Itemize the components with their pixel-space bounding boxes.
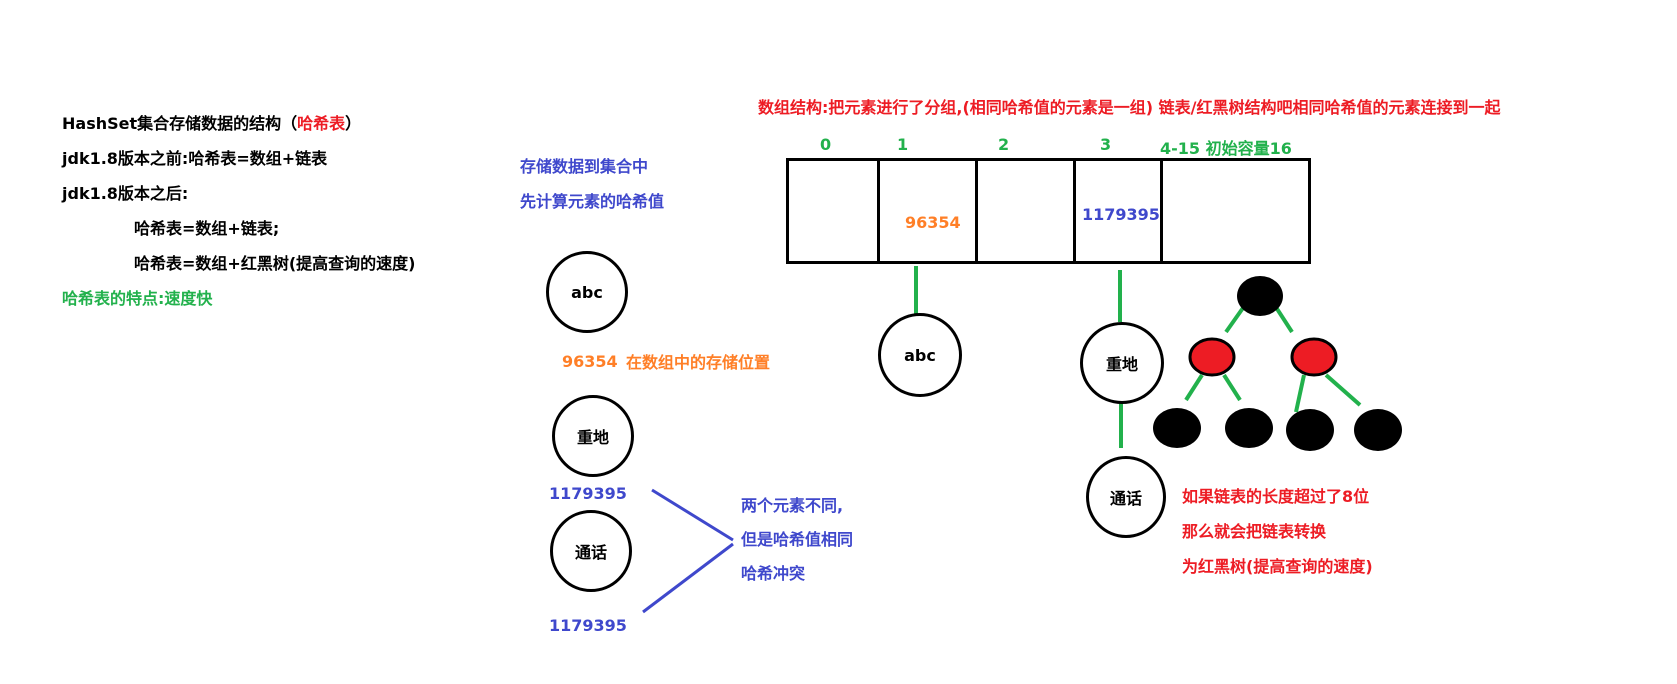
store-note-line2: 先计算元素的哈希值	[520, 192, 665, 211]
hash-value-abc: 96354	[562, 352, 618, 371]
bucket3-node-zhongdi: 重地	[1080, 322, 1164, 404]
array-structure-note: 数组结构:把元素进行了分组,(相同哈希值的元素是一组) 链表/红黑树结构吧相同哈…	[758, 98, 1501, 117]
treeify-note-line3: 为红黑树(提高查询的速度)	[1182, 557, 1373, 576]
treeify-note-line2: 那么就会把链表转换	[1182, 522, 1327, 541]
note-feature-fast: 哈希表的特点:速度快	[62, 289, 213, 308]
collision-line-bottom	[642, 542, 734, 614]
collision-note-line2: 但是哈希值相同	[741, 530, 854, 549]
array-index-0: 0	[820, 135, 832, 154]
note-array-linkedlist: 哈希表=数组+链表;	[134, 219, 280, 238]
bucket1-node-abc: abc	[878, 313, 962, 397]
store-note-line1: 存储数据到集合中	[520, 157, 649, 176]
element-tonghua-label: 通话	[574, 543, 607, 562]
tree-node-leaf-2	[1225, 408, 1273, 448]
hash-value-zhongdi: 1179395	[549, 484, 627, 503]
note-hashset-prefix: HashSet集合存储数据的结构（	[62, 114, 298, 133]
array-index-4-15: 4-15 初始容量16	[1160, 139, 1292, 158]
element-circle-abc: abc	[546, 251, 628, 333]
tree-edge-l-lr	[1222, 373, 1242, 402]
collision-note-line1: 两个元素不同,	[741, 496, 844, 515]
tree-node-leaf-3	[1286, 409, 1334, 451]
array-cell-1: 96354	[877, 158, 978, 264]
bucket3-node-tonghua: 通话	[1086, 456, 1166, 538]
tree-node-root	[1237, 276, 1283, 316]
element-abc-label: abc	[571, 282, 603, 302]
array-index-1: 1	[897, 135, 909, 154]
array-cell3-value: 1179395	[1082, 205, 1160, 224]
element-circle-tonghua: 通话	[550, 510, 632, 592]
note-hashset-red: 哈希表	[297, 114, 346, 133]
note-hashset-suffix: ）	[345, 114, 362, 133]
treeify-note-line1: 如果链表的长度超过了8位	[1182, 487, 1370, 506]
array-cell-2	[975, 158, 1076, 264]
note-before-jdk18: jdk1.8版本之前:哈希表=数组+链表	[62, 149, 328, 168]
collision-note-line3: 哈希冲突	[741, 564, 806, 583]
array-cell1-value: 96354	[905, 213, 961, 232]
hash-value-tonghua: 1179395	[549, 616, 627, 635]
array-index-3: 3	[1100, 135, 1112, 154]
tree-node-red-left	[1188, 337, 1236, 377]
array-index-2: 2	[998, 135, 1010, 154]
array-cell-3: 1179395	[1073, 158, 1163, 264]
tree-edge-r-rl	[1294, 374, 1306, 413]
collision-line-top	[651, 488, 734, 542]
tree-node-red-right	[1290, 337, 1338, 377]
tree-edge-r-rr	[1324, 373, 1362, 407]
note-hashset-structure: HashSet集合存储数据的结构（哈希表）	[62, 110, 361, 134]
storage-position-label: 在数组中的存储位置	[626, 353, 771, 372]
bucket3-node-tonghua-label: 通话	[1109, 489, 1142, 508]
array-cell-rest	[1160, 158, 1311, 264]
element-zhongdi-label: 重地	[576, 428, 609, 447]
tree-node-leaf-1	[1153, 408, 1201, 448]
element-circle-zhongdi: 重地	[552, 395, 634, 477]
tree-edge-l-ll	[1184, 373, 1204, 402]
bucket1-node-abc-label: abc	[904, 345, 936, 365]
bucket3-node-zhongdi-label: 重地	[1105, 355, 1138, 374]
tree-node-leaf-4	[1354, 409, 1402, 451]
note-array-redblack: 哈希表=数组+红黑树(提高查询的速度)	[134, 254, 416, 273]
array-cell-0	[786, 158, 880, 264]
note-after-jdk18: jdk1.8版本之后:	[62, 184, 189, 203]
